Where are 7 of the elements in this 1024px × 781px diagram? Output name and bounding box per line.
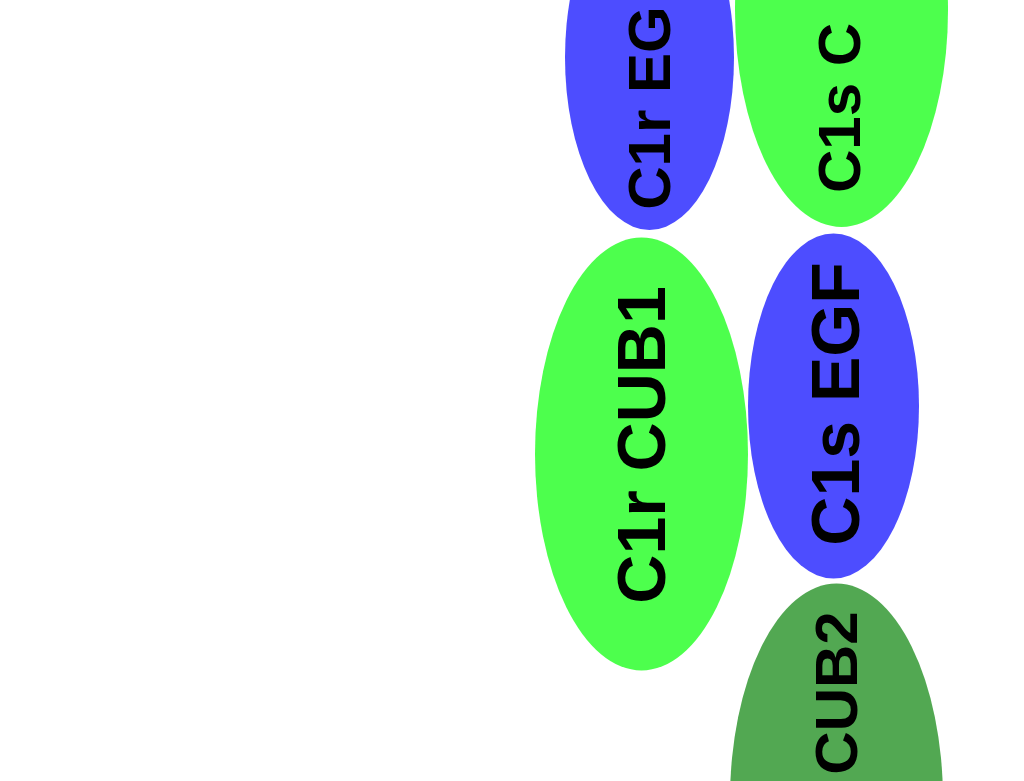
domain-label: C1r CUB1 bbox=[607, 286, 675, 604]
domain-label: C1s C bbox=[810, 22, 870, 194]
domain-label: CUB2 bbox=[807, 611, 867, 775]
domain-label: C1s EGF bbox=[801, 262, 869, 546]
domain-label: C1r EG bbox=[620, 6, 680, 210]
domain-ellipse bbox=[535, 237, 748, 671]
domain-ellipse bbox=[748, 233, 919, 579]
